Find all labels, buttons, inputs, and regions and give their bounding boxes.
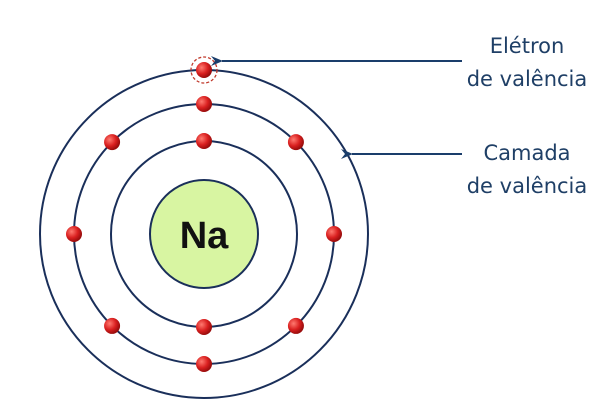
nucleus (149, 179, 259, 289)
electron-shell-2 (287, 317, 304, 334)
electron-shell-2 (196, 96, 212, 112)
valence-shell-label-line2: de valência (467, 174, 588, 198)
electron-shell-2 (104, 134, 121, 151)
electron-shell-1 (196, 319, 212, 335)
electron-shell-2 (287, 134, 304, 151)
electron-shell-2 (104, 317, 121, 334)
valence-electron-highlight (190, 56, 218, 84)
electron-shell-3 (196, 62, 212, 78)
electron-shell-2 (66, 226, 82, 242)
valence-shell-label-line1: Camada (483, 141, 570, 165)
valence-electron-label-line1: Elétron (490, 34, 565, 58)
electron-shell-1 (196, 133, 212, 149)
nucleus-symbol: Na (180, 215, 229, 257)
electron-shell-2 (196, 356, 212, 372)
valence-electron-label-line2: de valência (467, 67, 588, 91)
electron-shell-2 (326, 226, 342, 242)
